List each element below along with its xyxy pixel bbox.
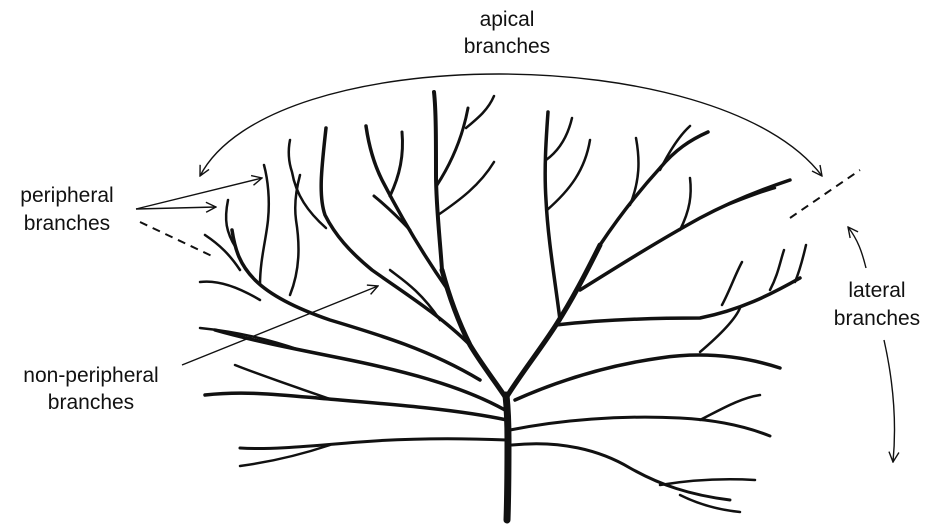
non-peripheral-branches-label: non-peripheral branches <box>23 364 158 414</box>
lateral-label-line2: branches <box>834 307 920 330</box>
nonperipheral-label-line1: non-peripheral <box>23 364 158 387</box>
right-apical-branch <box>545 112 560 320</box>
apical-double-arrow <box>200 74 822 176</box>
lateral-dashed-guide <box>790 170 860 218</box>
left-lateral-sub-4 <box>200 282 260 300</box>
right-lateral-sub-1 <box>722 262 742 305</box>
apical-branches-label: apical branches <box>464 8 550 58</box>
left-mid-branch <box>321 128 470 345</box>
left-outer-branch <box>232 230 480 380</box>
peripheral-label-line2: branches <box>24 212 110 235</box>
right-lateral-branch-3 <box>510 417 770 436</box>
right-lateral-branch-2 <box>515 355 780 400</box>
lateral-arrow-down <box>884 340 895 462</box>
peripheral-label-line1: peripheral <box>20 184 113 207</box>
right-lateral-branch-1 <box>556 278 800 325</box>
lateral-branches-label: lateral branches <box>834 279 920 330</box>
right-mid-branch <box>580 180 790 290</box>
lateral-arrow-up <box>848 227 866 268</box>
apical-side-branch-3 <box>466 96 494 128</box>
peripheral-dashed-guide <box>140 222 214 257</box>
apical-label-line1: apical <box>480 8 535 31</box>
right-lateral-branch-4 <box>512 444 730 500</box>
tree-trunk <box>506 395 508 520</box>
apical-label-line2: branches <box>464 35 550 58</box>
right-lateral-sub-5 <box>700 395 760 420</box>
right-apical-sub-2 <box>546 118 572 160</box>
peripheral-branch-1 <box>260 165 269 285</box>
right-mid-sub-2 <box>720 188 775 208</box>
lateral-label-line1: lateral <box>848 279 905 302</box>
peripheral-arrow-lower <box>136 207 216 209</box>
tree-drawing <box>200 92 806 520</box>
right-apical-sub-1 <box>547 140 590 210</box>
right-lateral-sub-6 <box>660 479 755 485</box>
left-inner-branch-2 <box>390 132 403 196</box>
trunk-fork-left <box>442 270 506 398</box>
nonperipheral-label-line2: branches <box>48 391 134 414</box>
left-lateral-branch-3 <box>240 439 507 449</box>
peripheral-branches-label: peripheral branches <box>20 184 113 235</box>
right-lateral-sub-2 <box>770 250 784 290</box>
left-lateral-branch-2 <box>205 393 507 420</box>
apical-side-branch-1 <box>437 108 468 185</box>
right-upper-sub-2 <box>660 126 690 170</box>
peripheral-arrow-upper <box>136 178 262 209</box>
